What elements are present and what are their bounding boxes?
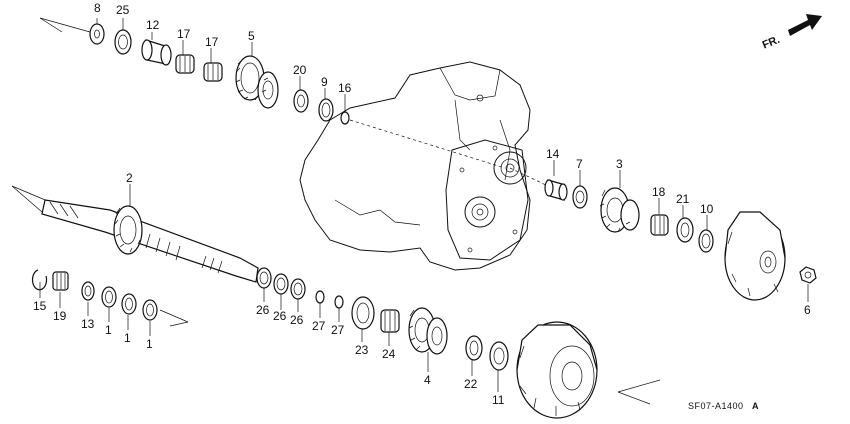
callout-17: 17 — [205, 35, 219, 49]
drawing-code-text: SF07-A1400 — [688, 401, 744, 411]
callout-12: 12 — [146, 18, 160, 32]
callout-9: 9 — [321, 75, 328, 89]
front-direction-label: FR. — [761, 34, 782, 52]
countershaft-parts — [544, 160, 817, 302]
callout-14: 14 — [546, 147, 560, 161]
callout-23: 23 — [355, 343, 369, 357]
callout-2: 2 — [126, 171, 133, 185]
callout-24: 24 — [382, 347, 396, 361]
callout-25: 25 — [116, 3, 130, 17]
callout-labels: 8 25 12 17 17 5 20 9 16 14 7 3 18 21 10 … — [33, 1, 811, 407]
callout-26: 26 — [273, 309, 287, 323]
mainshaft — [11, 184, 259, 283]
callout-20: 20 — [293, 63, 307, 77]
callout-6: 6 — [804, 303, 811, 317]
transmission-case — [299, 61, 549, 271]
callout-1: 1 — [124, 331, 131, 345]
bottom-middle-parts — [256, 267, 661, 419]
callout-10: 10 — [700, 202, 714, 216]
callout-21: 21 — [676, 192, 690, 206]
callout-1: 1 — [105, 323, 112, 337]
callout-7: 7 — [576, 157, 583, 171]
callout-5: 5 — [248, 29, 255, 43]
callout-19: 19 — [53, 309, 67, 323]
callout-27: 27 — [331, 323, 345, 337]
callout-15: 15 — [33, 299, 47, 313]
callout-1: 1 — [146, 337, 153, 351]
callout-26: 26 — [290, 313, 304, 327]
bottom-left-parts — [31, 269, 189, 336]
drawing-code: SF07-A1400 A — [688, 401, 759, 411]
front-direction-indicator: FR. — [761, 14, 822, 51]
callout-17: 17 — [177, 27, 191, 41]
callout-11: 11 — [492, 393, 505, 407]
callout-18: 18 — [652, 185, 666, 199]
front-arrow-icon — [788, 14, 822, 36]
callout-27: 27 — [312, 319, 326, 333]
callout-22: 22 — [464, 377, 478, 391]
callout-13: 13 — [81, 317, 95, 331]
revision-mark: A — [752, 401, 759, 411]
callout-4: 4 — [424, 373, 431, 387]
callout-26: 26 — [256, 303, 270, 317]
callout-8: 8 — [94, 1, 101, 15]
callout-3: 3 — [616, 157, 623, 171]
top-row-parts — [39, 17, 350, 125]
callout-16: 16 — [338, 81, 352, 95]
